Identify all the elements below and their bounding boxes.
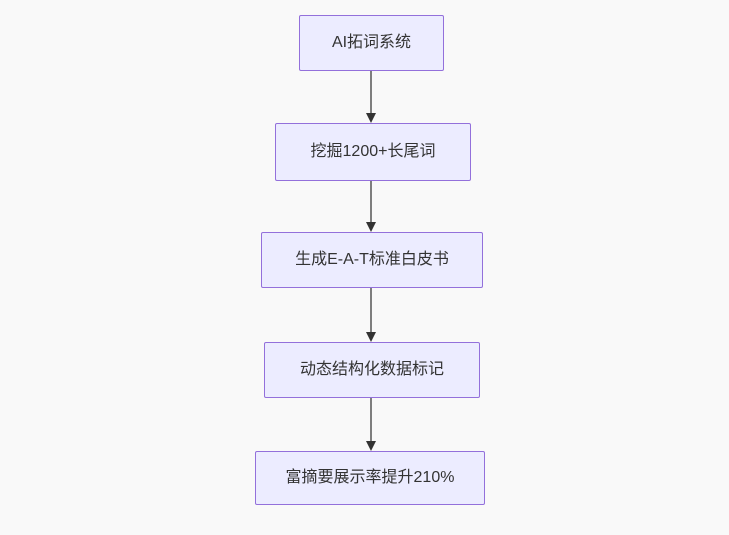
flow-node-label: 动态结构化数据标记 [299, 361, 444, 378]
flow-node-label: 生成E-A-T标准白皮书 [295, 251, 449, 268]
flow-node-rich-snippet-uplift: 富摘要展示率提升210% [255, 451, 485, 505]
flow-node-label: AI拓词系统 [331, 34, 412, 51]
flow-node-longtail-mining: 挖掘1200+长尾词 [275, 123, 471, 181]
flow-node-ai-expansion-system: AI拓词系统 [299, 15, 444, 71]
flow-node-structured-data-markup: 动态结构化数据标记 [264, 342, 480, 398]
flow-node-label: 挖掘1200+长尾词 [310, 143, 436, 160]
flow-node-eat-whitepaper: 生成E-A-T标准白皮书 [261, 232, 483, 288]
flow-node-label: 富摘要展示率提升210% [285, 469, 455, 486]
